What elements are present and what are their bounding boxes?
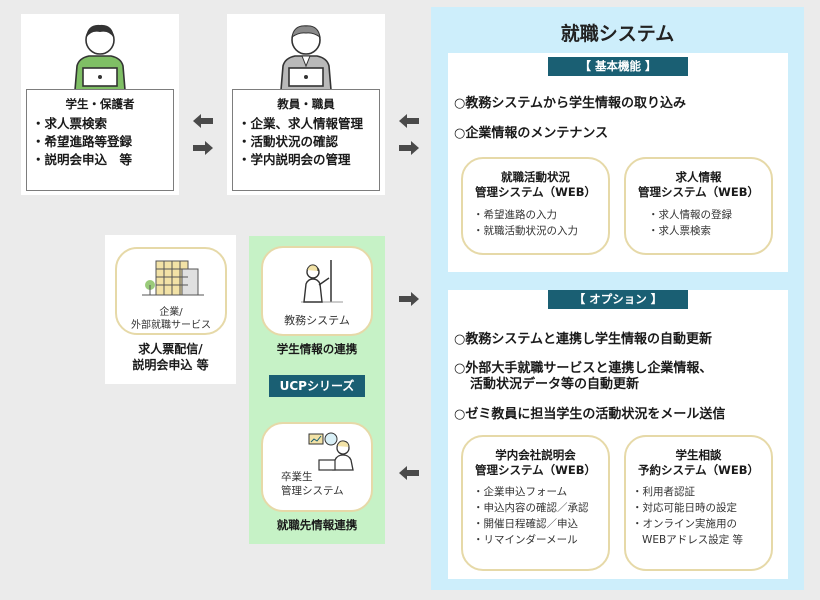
teacher-icon bbox=[301, 260, 343, 303]
company-card: 企業/ 外部就職サービス 求人票配信/ 説明会申込 等 bbox=[105, 235, 236, 384]
module-card: 求人情報 管理システム（WEB） ・求人情報の登録 ・求人票検索 bbox=[624, 157, 773, 255]
option-feature: ○ゼミ教員に担当学生の活動状況をメール送信 bbox=[454, 407, 726, 422]
module-item: ・リマインダーメール bbox=[473, 534, 578, 546]
module-title: 管理システム（WEB） bbox=[638, 185, 759, 199]
graduate-icon bbox=[308, 432, 354, 471]
arrow-left-icon bbox=[193, 114, 213, 128]
ucp-series-badge: UCPシリーズ bbox=[269, 375, 365, 397]
basic-feature: ○企業情報のメンテナンス bbox=[454, 126, 609, 141]
module-title: 管理システム（WEB） bbox=[475, 463, 596, 477]
graduate-system-bubble: 卒業生 管理システム bbox=[261, 422, 373, 512]
staff-card: 教員・職員 ・企業、求人情報管理 ・活動状況の確認 ・学内説明会の管理 bbox=[227, 14, 385, 195]
academic-system-label: 教務システム bbox=[284, 314, 350, 327]
module-item: ・利用者認証 bbox=[632, 486, 695, 498]
ucp-panel: 教務システム 学生情報の連携 UCPシリーズ 卒業生 管理システム 就職先情報連… bbox=[249, 236, 385, 544]
staff-info-box: 教員・職員 ・企業、求人情報管理 ・活動状況の確認 ・学内説明会の管理 bbox=[232, 89, 380, 191]
option-section: 【 オプション 】 ○教務システムと連携し学生情報の自動更新 ○外部大手就職サー… bbox=[448, 290, 788, 579]
arrow-right-icon bbox=[399, 292, 419, 306]
student-item: ・説明会申込 等 bbox=[32, 152, 133, 167]
staff-role: 教員・職員 bbox=[277, 97, 335, 111]
option-feature: ○教務システムと連携し学生情報の自動更新 bbox=[454, 332, 712, 347]
option-feature: ○外部大手就職サービスと連携し企業情報、 bbox=[454, 361, 713, 376]
company-caption: 説明会申込 等 bbox=[132, 358, 209, 372]
module-item: ・申込内容の確認／承認 bbox=[473, 502, 589, 514]
module-item: ・就職活動状況の入力 bbox=[473, 225, 578, 237]
module-item: ・求人票検索 bbox=[648, 225, 711, 237]
company-label: 外部就職サービス bbox=[131, 320, 211, 331]
academic-system-bubble: 教務システム bbox=[261, 246, 373, 336]
module-item: ・求人情報の登録 bbox=[648, 209, 732, 221]
student-info-box: 学生・保護者 ・求人票検索 ・希望進路等登録 ・説明会申込 等 bbox=[26, 89, 174, 191]
building-icon bbox=[142, 260, 204, 296]
module-title: 学生相談 bbox=[675, 448, 722, 462]
module-card: 就職活動状況 管理システム（WEB） ・希望進路の入力 ・就職活動状況の入力 bbox=[461, 157, 610, 255]
staff-item: ・企業、求人情報管理 bbox=[238, 116, 364, 131]
company-bubble: 企業/ 外部就職サービス bbox=[115, 247, 227, 335]
student-role: 学生・保護者 bbox=[65, 97, 135, 111]
module-item: WEBアドレス設定 等 bbox=[642, 534, 744, 546]
company-caption: 求人票配信/ bbox=[138, 342, 203, 356]
system-panel: 就職システム 【 基本機能 】 ○教務システムから学生情報の取り込み ○企業情報… bbox=[431, 7, 804, 590]
student-item: ・求人票検索 bbox=[32, 116, 108, 131]
graduate-system-label: 管理システム bbox=[281, 485, 344, 497]
staff-icon bbox=[280, 25, 332, 90]
basic-section: 【 基本機能 】 ○教務システムから学生情報の取り込み ○企業情報のメンテナンス… bbox=[448, 53, 788, 272]
module-title: 学内会社説明会 bbox=[495, 448, 576, 462]
module-title: 予約システム（WEB） bbox=[638, 463, 759, 477]
module-card: 学生相談 予約システム（WEB） ・利用者認証 ・対応可能日時の設定 ・オンライ… bbox=[624, 435, 773, 571]
arrow-right-icon bbox=[193, 141, 213, 155]
student-item: ・希望進路等登録 bbox=[32, 134, 133, 149]
graduate-system-label: 卒業生 bbox=[281, 471, 313, 483]
graduate-caption: 就職先情報連携 bbox=[276, 518, 358, 532]
staff-item: ・活動状況の確認 bbox=[238, 134, 339, 149]
student-icon bbox=[74, 24, 126, 90]
module-title: 管理システム（WEB） bbox=[475, 185, 596, 199]
module-card: 学内会社説明会 管理システム（WEB） ・企業申込フォーム ・申込内容の確認／承… bbox=[461, 435, 610, 571]
company-label: 企業/ bbox=[159, 307, 183, 318]
module-title: 求人情報 bbox=[675, 170, 722, 184]
option-tag: 【 オプション 】 bbox=[548, 290, 688, 309]
student-card: 学生・保護者 ・求人票検索 ・希望進路等登録 ・説明会申込 等 bbox=[21, 14, 179, 195]
staff-item: ・学内説明会の管理 bbox=[238, 152, 351, 167]
basic-tag: 【 基本機能 】 bbox=[548, 57, 688, 76]
academic-caption: 学生情報の連携 bbox=[276, 342, 358, 356]
module-item: ・企業申込フォーム bbox=[473, 486, 568, 498]
system-title: 就職システム bbox=[560, 23, 675, 45]
module-item: ・希望進路の入力 bbox=[473, 209, 557, 221]
arrow-left-icon bbox=[399, 466, 419, 480]
module-item: ・対応可能日時の設定 bbox=[632, 502, 737, 514]
module-item: ・オンライン実施用の bbox=[632, 518, 737, 530]
module-item: ・開催日程確認／申込 bbox=[473, 518, 578, 530]
arrow-right-icon bbox=[399, 141, 419, 155]
module-title: 就職活動状況 bbox=[501, 170, 570, 184]
option-feature: 活動状況データ等の自動更新 bbox=[470, 377, 640, 392]
arrow-left-icon bbox=[399, 114, 419, 128]
basic-feature: ○教務システムから学生情報の取り込み bbox=[454, 96, 686, 111]
